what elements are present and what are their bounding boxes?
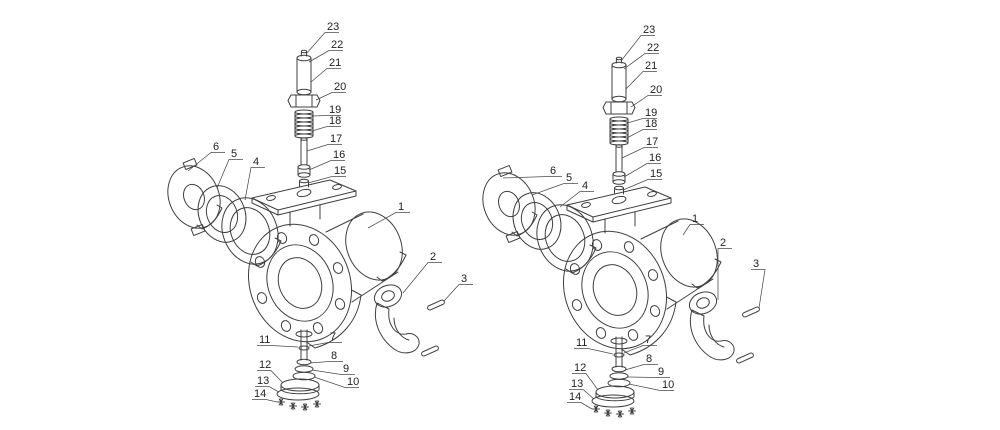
callout-label: 22: [647, 42, 659, 54]
callout-label: 19: [329, 104, 341, 116]
leader-line: [244, 167, 265, 201]
callout-label: 13: [571, 378, 583, 390]
leader-line: [443, 284, 473, 302]
callout-label: 4: [582, 180, 588, 192]
callout-label: 11: [576, 337, 587, 349]
callout-label: 20: [334, 81, 346, 93]
callout-label: 21: [329, 57, 341, 69]
leader-line: [682, 224, 704, 236]
callout-label: 4: [253, 156, 259, 168]
leader-line: [625, 71, 657, 90]
leader-line: [216, 159, 243, 189]
callout-label: 2: [720, 237, 726, 249]
leader-line: [187, 152, 225, 172]
callout-label: 14: [569, 391, 581, 403]
leader-line: [308, 342, 342, 347]
leader-line: [306, 144, 342, 152]
leader-line: [630, 95, 662, 108]
leader-line: [367, 212, 410, 229]
callout-label: 12: [259, 359, 271, 371]
leader-line: [623, 163, 661, 178]
callout-label: 16: [333, 149, 345, 161]
callout-label: 21: [645, 60, 657, 72]
leader-line: [623, 53, 659, 70]
leader-line: [624, 364, 658, 371]
callout-label: 10: [347, 376, 359, 388]
leader-line: [309, 361, 343, 364]
leader-line: [313, 376, 359, 388]
callout-label: 8: [331, 350, 337, 362]
valve-artwork: [159, 50, 445, 410]
leader-line: [531, 183, 578, 196]
leader-line: [502, 176, 562, 179]
leader-line: [307, 176, 346, 184]
callout-label: 5: [566, 172, 572, 184]
callout-label: 11: [259, 334, 270, 346]
leader-line: [626, 129, 657, 139]
callout-label: 15: [334, 165, 346, 177]
callout-label: 9: [343, 363, 349, 375]
leader-line: [751, 269, 766, 309]
callout-label: 3: [753, 258, 759, 270]
leader-line: [559, 191, 594, 208]
leader-line: [310, 68, 341, 83]
leader-line: [572, 373, 599, 391]
leader-line: [569, 389, 595, 400]
leader-line: [255, 386, 280, 393]
leader-line: [623, 345, 657, 354]
leader-line: [402, 262, 442, 294]
callout-label: 3: [461, 273, 467, 285]
callout-label: 18: [645, 118, 657, 130]
callout-label: 7: [330, 331, 336, 343]
leader-line: [305, 32, 339, 55]
callout-label: 6: [213, 141, 219, 153]
leader-line: [717, 248, 732, 300]
callout-label: 14: [254, 388, 266, 400]
callout-label: 17: [646, 136, 658, 148]
callout-label: 16: [649, 152, 661, 164]
leader-line: [628, 383, 674, 391]
callout-label: 1: [692, 213, 698, 225]
callout-label: 12: [574, 362, 586, 374]
leader-line: [257, 370, 284, 384]
leader-line: [621, 147, 658, 159]
callout-label: 8: [646, 353, 652, 365]
leader-line: [257, 345, 299, 348]
callout-label: 6: [550, 165, 556, 177]
leader-line: [311, 369, 355, 375]
leader-line: [620, 35, 655, 62]
callout-label: 13: [257, 375, 269, 387]
callout-label: 10: [662, 379, 674, 391]
valve-artwork: [474, 57, 760, 417]
callout-label: 7: [645, 334, 651, 346]
callout-label: 18: [329, 115, 341, 127]
callout-label: 1: [398, 201, 404, 213]
leader-line: [311, 115, 341, 117]
callout-label: 22: [331, 39, 343, 51]
leader-line: [315, 92, 346, 101]
callout-label: 17: [330, 133, 342, 145]
leader-line: [252, 399, 278, 403]
callout-label: 19: [645, 107, 657, 119]
callout-label: 15: [650, 168, 662, 180]
leader-line: [308, 160, 345, 171]
leader-line: [626, 376, 670, 378]
leader-line: [622, 179, 662, 191]
callout-label: 23: [643, 24, 655, 36]
leader-line: [574, 348, 614, 355]
callout-label: 23: [327, 21, 339, 33]
leader-line: [311, 126, 341, 132]
leader-line: [567, 402, 593, 410]
leader-line: [626, 118, 657, 124]
callout-label: 9: [658, 366, 664, 378]
callout-label: 5: [231, 148, 237, 160]
callout-label: 20: [650, 84, 662, 96]
callout-label: 2: [430, 251, 436, 263]
leader-line: [308, 50, 343, 63]
